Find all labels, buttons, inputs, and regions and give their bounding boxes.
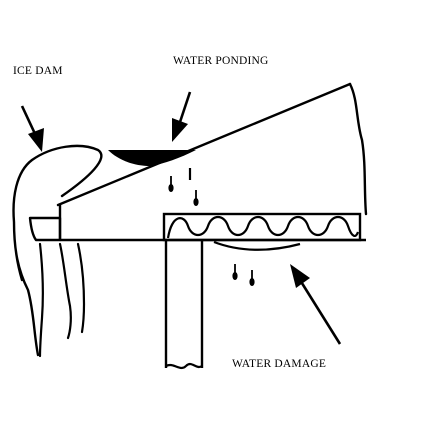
arrow-water-ponding <box>172 91 192 142</box>
rafter-break <box>348 82 368 216</box>
wall-stud-break <box>165 362 203 370</box>
ice-dam-label: ICE DAM <box>13 65 63 77</box>
drips-ceiling <box>232 264 255 286</box>
water-ponding-label: WATER PONDING <box>173 55 269 67</box>
icicle-right <box>76 242 86 334</box>
icicle-middle <box>58 242 72 340</box>
gutter <box>28 216 62 242</box>
water-ponding <box>108 150 196 166</box>
icicle-left <box>38 242 44 358</box>
ceiling-sag <box>213 240 301 251</box>
insulation-waves <box>166 215 360 239</box>
roof-line <box>56 82 352 207</box>
arrow-water-damage <box>290 264 342 345</box>
wall-stud <box>164 240 204 368</box>
arrow-ice-dam <box>20 105 44 152</box>
water-damage-label: WATER DAMAGE <box>232 358 327 370</box>
insulation-batt <box>162 212 362 242</box>
drips-attic <box>168 168 199 206</box>
ice-dam-mass <box>12 144 103 357</box>
